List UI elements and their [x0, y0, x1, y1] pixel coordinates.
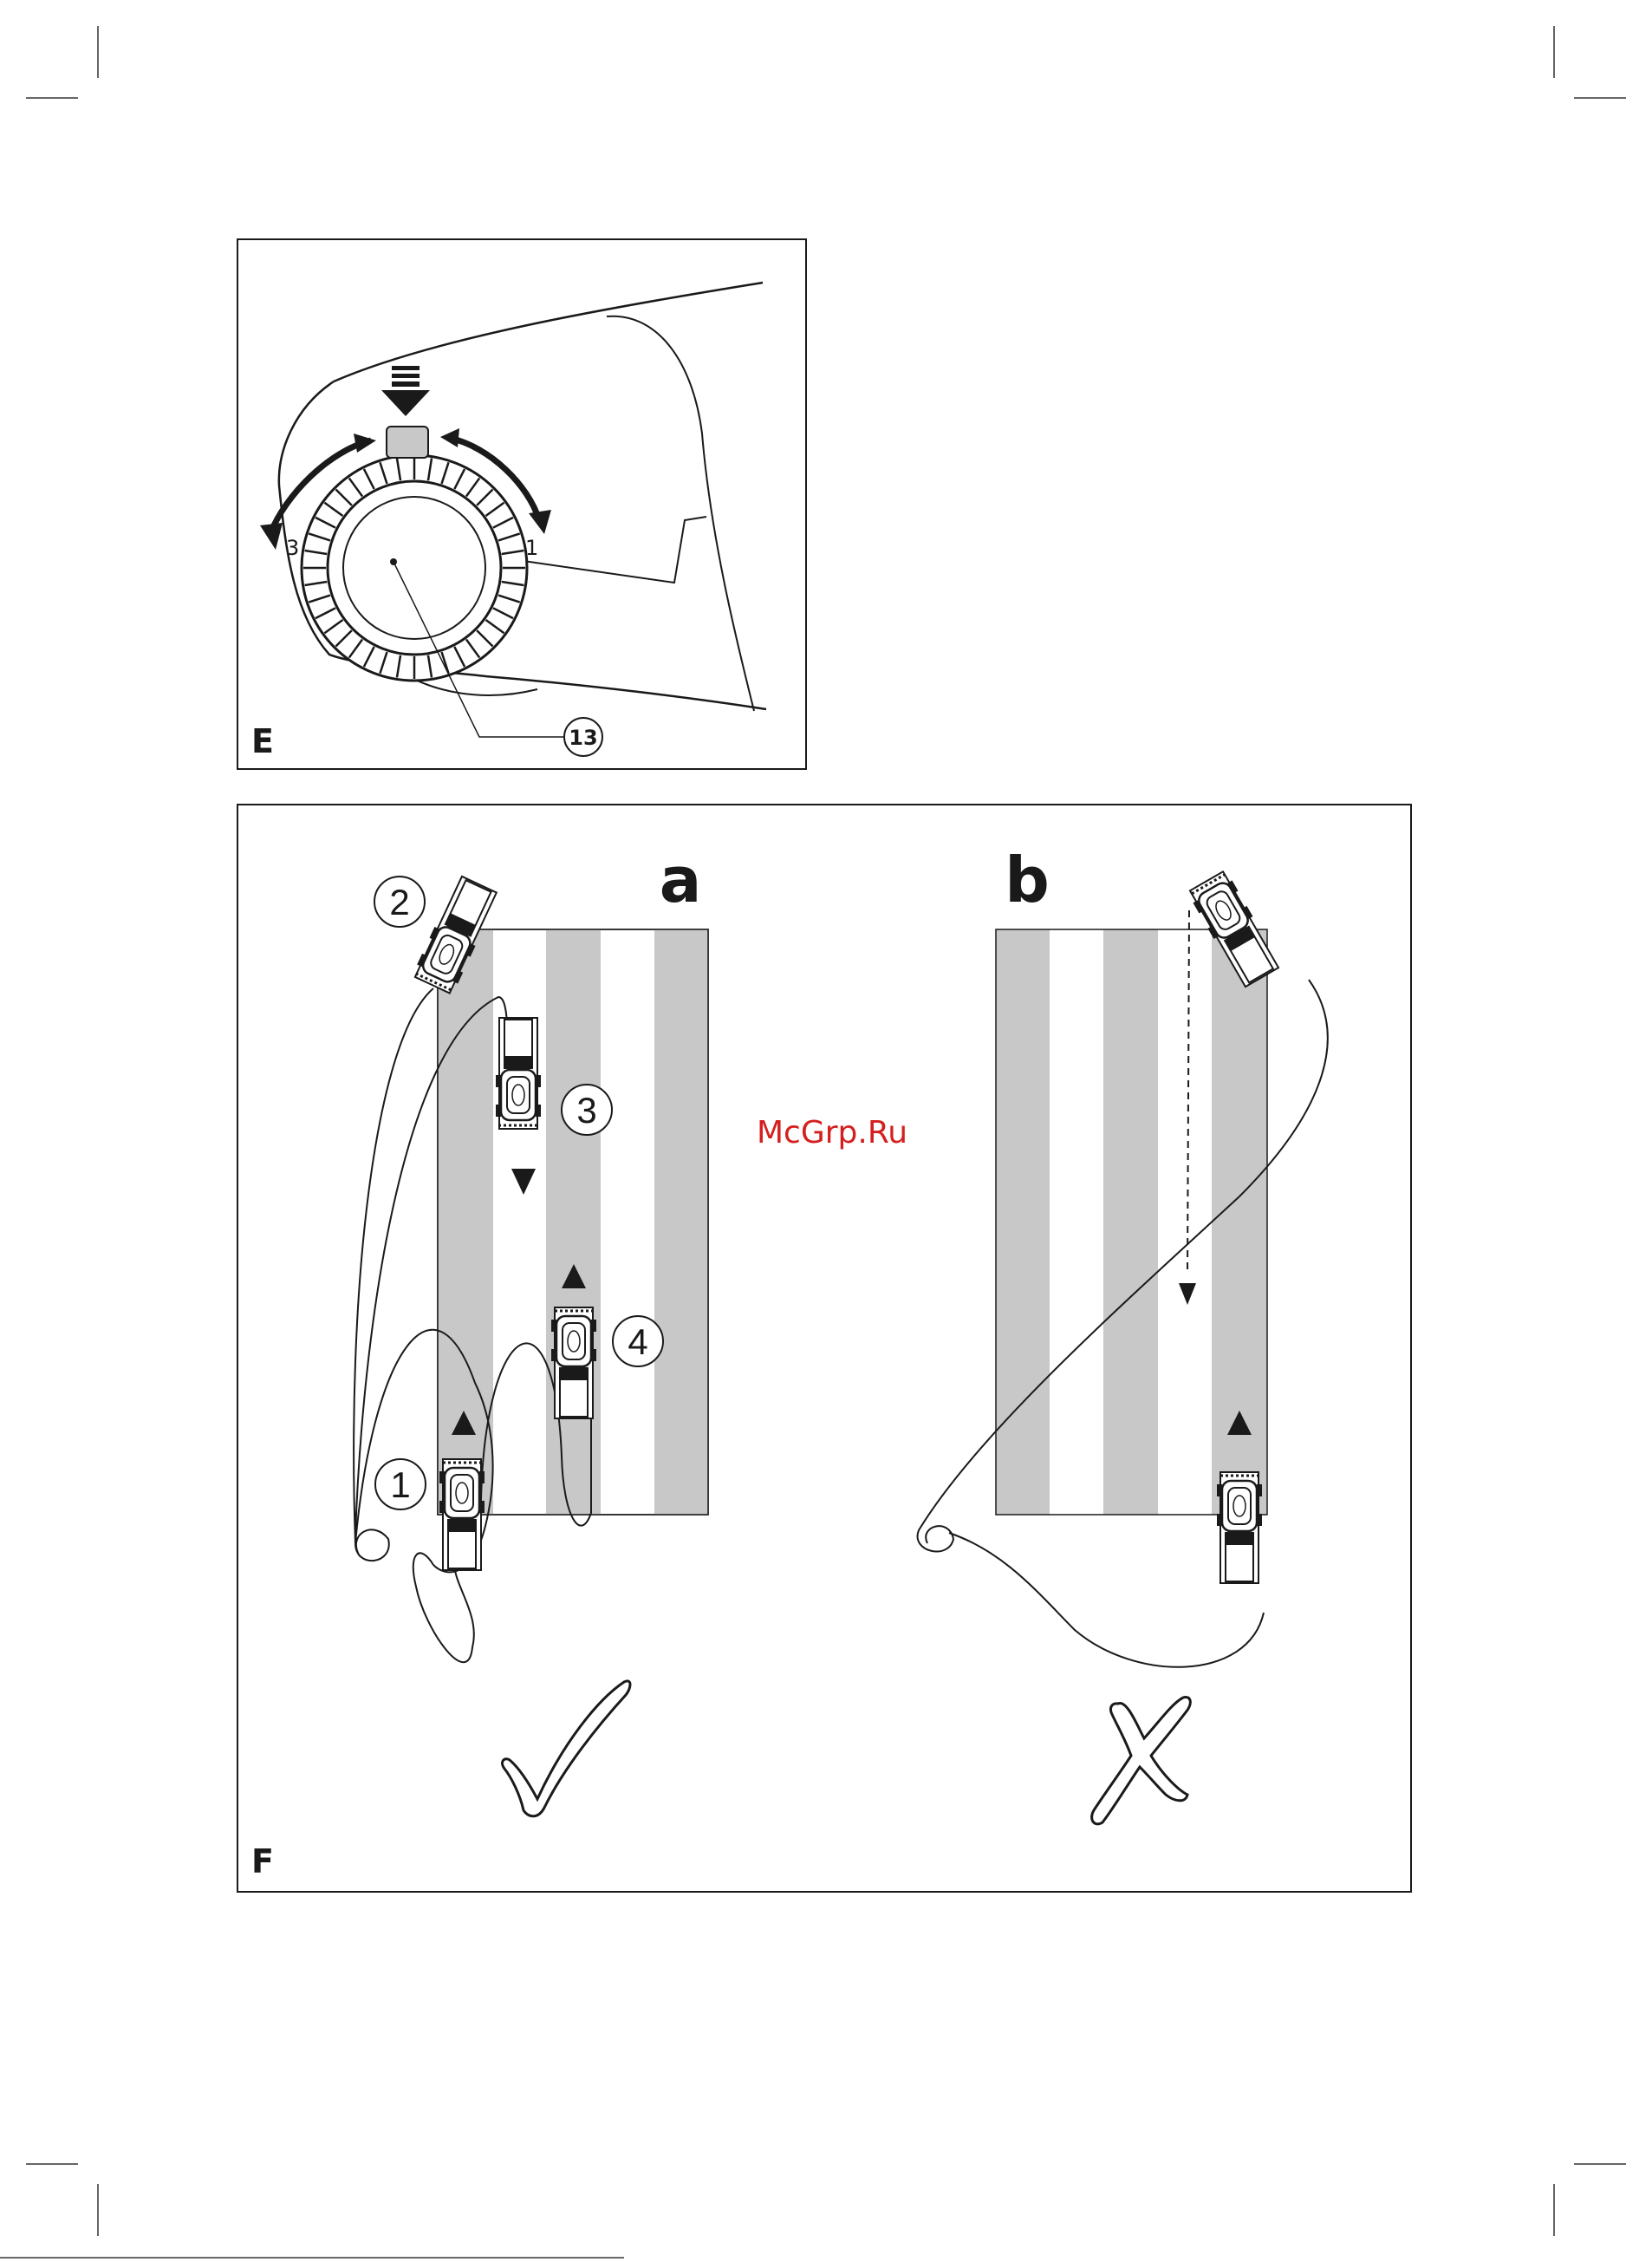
- mower-step-1: [439, 1459, 485, 1570]
- panel-e-label: E: [251, 722, 274, 760]
- sub-label-a: a: [660, 844, 702, 916]
- panel-f: a b: [237, 805, 1411, 1892]
- panel-e: 3 1 13 E: [237, 239, 806, 769]
- mower-step-3: [496, 1018, 541, 1129]
- svg-text:13: 13: [569, 726, 597, 750]
- mower-step-4: [551, 1307, 596, 1418]
- svg-text:2: 2: [389, 882, 409, 922]
- indicator-pointer: [387, 427, 428, 458]
- watermark-text: McGrp.Ru: [757, 1115, 907, 1151]
- callout-13: 13: [564, 718, 602, 756]
- svg-text:3: 3: [576, 1090, 596, 1131]
- svg-text:4: 4: [628, 1321, 647, 1362]
- panel-f-label: F: [251, 1842, 274, 1881]
- dial-mark-3: 3: [286, 536, 299, 560]
- dial-mark-1: 1: [525, 536, 538, 560]
- svg-text:1: 1: [390, 1464, 410, 1505]
- lawn-a: [438, 929, 708, 1515]
- lawn-b: [996, 929, 1267, 1515]
- step-label-2: 2: [374, 877, 425, 927]
- height-adjust-knob: [302, 455, 527, 681]
- mower-wrong-end: [1217, 1472, 1262, 1583]
- step-label-3: 3: [562, 1085, 612, 1135]
- step-label-4: 4: [613, 1316, 663, 1366]
- sub-label-b: b: [1005, 844, 1050, 916]
- step-label-1: 1: [375, 1459, 426, 1509]
